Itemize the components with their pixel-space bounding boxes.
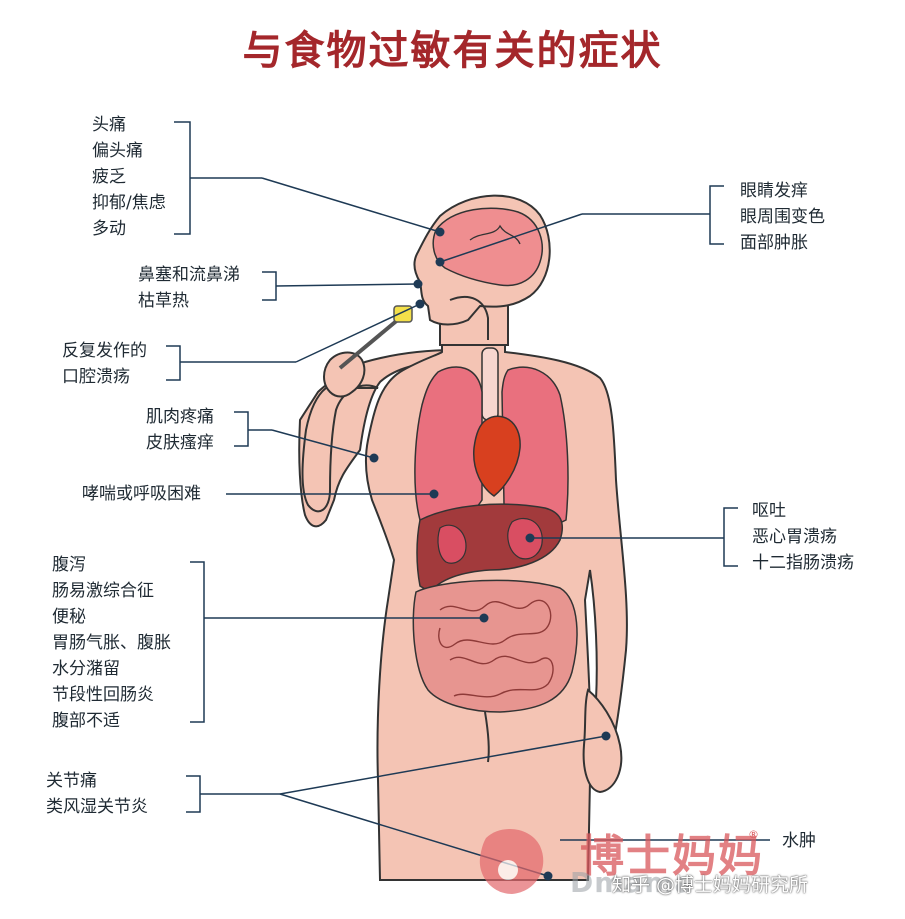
symptom-recurring: 反复发作的 bbox=[62, 341, 147, 361]
watermark-registered: ® bbox=[748, 828, 759, 841]
dot-nose bbox=[413, 279, 423, 289]
symptom-water-retention: 水分潴留 bbox=[52, 659, 120, 679]
fork-handle bbox=[338, 316, 402, 370]
watermark-brand-cn: 博士妈妈 bbox=[580, 831, 764, 882]
symptom-vomiting: 呕吐 bbox=[752, 501, 786, 521]
watermark-logo bbox=[479, 828, 544, 894]
mouth-symptoms: 反复发作的 口腔溃疡 bbox=[62, 338, 147, 390]
symptom-headache: 头痛 bbox=[92, 115, 126, 135]
stomach bbox=[437, 524, 467, 564]
symptom-itchy-eyes: 眼睛发痒 bbox=[740, 181, 808, 201]
dot-brain bbox=[435, 227, 445, 237]
muscle-skin-symptoms: 肌肉疼痛 皮肤瘙痒 bbox=[146, 404, 214, 456]
symptom-congestion: 鼻塞和流鼻涕 bbox=[138, 265, 240, 285]
watermark-brand-en: Dmama bbox=[570, 866, 695, 899]
dot-stomach bbox=[525, 533, 535, 543]
brain bbox=[432, 207, 543, 287]
intestines bbox=[412, 579, 578, 713]
head-symptoms: 头痛 偏头痛 疲乏 抑郁/焦虑 多动 bbox=[92, 112, 166, 242]
watermark-source: 知乎 @博士妈妈研究所 bbox=[612, 874, 809, 896]
symptom-duodenal-ulcer: 十二指肠溃疡 bbox=[752, 553, 854, 573]
symptom-joint-pain: 关节痛 bbox=[46, 771, 97, 791]
symptom-asthma: 哮喘或呼吸困难 bbox=[82, 484, 201, 504]
dot-intestine bbox=[479, 613, 489, 623]
symptom-hyperactivity: 多动 bbox=[92, 219, 126, 239]
marker-dots bbox=[369, 227, 611, 881]
symptom-edema: 水肿 bbox=[782, 831, 816, 851]
airway bbox=[449, 295, 489, 340]
heart bbox=[473, 415, 521, 497]
symptom-rheumatoid: 类风湿关节炎 bbox=[46, 797, 148, 817]
symptom-abdominal-discomfort: 腹部不适 bbox=[52, 711, 120, 731]
symptom-itchy-skin: 皮肤瘙痒 bbox=[146, 433, 214, 453]
right-lung bbox=[501, 366, 569, 526]
symptom-diarrhea: 腹泻 bbox=[52, 555, 86, 575]
swelling-symptoms: 水肿 bbox=[782, 828, 816, 854]
dot-arm bbox=[369, 453, 379, 463]
symptom-eye-discoloration: 眼周围变色 bbox=[740, 207, 825, 227]
symptom-depression: 抑郁/焦虑 bbox=[92, 193, 166, 213]
rectum bbox=[484, 711, 490, 763]
symptom-hay-fever: 枯草热 bbox=[138, 291, 189, 311]
dot-lung bbox=[429, 489, 439, 499]
dot-eye bbox=[435, 257, 445, 267]
symptom-bloating: 胃肠气胀、腹胀 bbox=[52, 633, 171, 653]
intestine-coils bbox=[438, 599, 554, 698]
symptom-crohns: 节段性回肠炎 bbox=[52, 685, 154, 705]
dot-wrist bbox=[601, 731, 611, 741]
eye-symptoms: 眼睛发痒 眼周围变色 面部肿胀 bbox=[740, 178, 825, 256]
symptom-facial-swelling: 面部肿胀 bbox=[740, 233, 808, 253]
nose-symptoms: 鼻塞和流鼻涕 枯草热 bbox=[138, 262, 240, 314]
dot-mouth bbox=[415, 299, 425, 309]
raised-arm bbox=[301, 384, 379, 513]
dot-knee bbox=[543, 871, 553, 881]
symptom-fatigue: 疲乏 bbox=[92, 167, 126, 187]
stomach-symptoms: 呕吐 恶心胃溃疡 十二指肠溃疡 bbox=[752, 498, 854, 576]
symptom-ibs: 肠易激综合征 bbox=[52, 581, 154, 601]
symptom-nausea-ulcer: 恶心胃溃疡 bbox=[752, 527, 837, 547]
joint-symptoms: 关节痛 类风湿关节炎 bbox=[46, 768, 148, 820]
symptom-muscle-pain: 肌肉疼痛 bbox=[146, 407, 214, 427]
intestine-symptoms: 腹泻 肠易激综合征 便秘 胃肠气胀、腹胀 水分潴留 节段性回肠炎 腹部不适 bbox=[52, 552, 171, 734]
symptom-constipation: 便秘 bbox=[52, 607, 86, 627]
symptom-mouth-ulcer: 口腔溃疡 bbox=[62, 367, 130, 387]
page-title: 与食物过敏有关的症状 bbox=[242, 28, 663, 74]
lung-symptoms: 哮喘或呼吸困难 bbox=[82, 481, 201, 507]
symptom-migraine: 偏头痛 bbox=[92, 141, 143, 161]
brain-fold bbox=[469, 224, 521, 245]
trachea bbox=[481, 347, 499, 421]
duodenum bbox=[507, 517, 543, 560]
lower-arm bbox=[582, 688, 623, 794]
